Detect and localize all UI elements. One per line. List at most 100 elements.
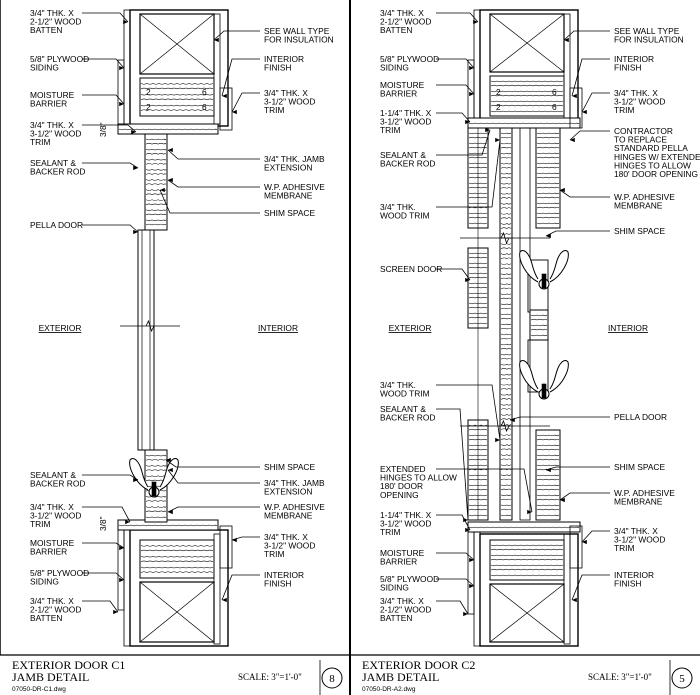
wood-grain-line	[500, 388, 512, 390]
wood-grain-line	[536, 166, 560, 169]
leader-arrow	[572, 93, 577, 99]
leader-right	[167, 469, 260, 484]
note-line: BACKER ROD	[30, 167, 85, 177]
note-line: 2-1/2" WOOD	[380, 17, 431, 27]
wood-grain-line	[500, 394, 512, 396]
wood-grain-line	[536, 438, 560, 441]
wood-grain-line	[500, 333, 512, 336]
leader-arrow	[560, 187, 565, 193]
note-line: SEALANT &	[380, 150, 426, 160]
note-line: SIDING	[30, 577, 59, 587]
note-line: SEALANT &	[30, 470, 76, 480]
wood-grain-line	[536, 152, 560, 155]
leader-arrow	[222, 597, 227, 603]
lever-handle-upper	[519, 250, 569, 290]
note-line: 3/4" THK. JAMB	[264, 478, 325, 488]
note-left: PELLA DOOR	[30, 220, 83, 230]
note-line: 5/8" PLYWOOD	[380, 574, 439, 584]
wood-grain-line	[536, 186, 560, 189]
wood-grain-line	[500, 338, 512, 340]
leader-arrow	[510, 417, 515, 423]
wood-grain-line	[140, 560, 214, 563]
note-line: STANDARD PELLA	[614, 143, 688, 153]
note-line: SEALANT &	[30, 158, 76, 168]
detail-title: EXTERIOR DOOR C2	[362, 658, 475, 672]
wood-grain-line	[490, 104, 564, 107]
wood-grain-line	[536, 132, 560, 135]
leader-arrow	[465, 527, 470, 533]
note-line: 3-1/2" WOOD	[30, 129, 81, 139]
wood-grain-line	[500, 157, 512, 159]
wood-grain-line	[500, 303, 512, 305]
wood-outline	[499, 127, 513, 521]
wood-grain-line	[536, 136, 560, 139]
wood-grain-line	[500, 478, 512, 481]
wood-grain-line	[500, 378, 512, 380]
wood-grain-line	[536, 444, 560, 447]
note-line: BATTEN	[380, 613, 412, 623]
note-line: SEE WALL TYPE	[614, 26, 680, 36]
break-line-door	[120, 319, 180, 333]
leader-right	[569, 130, 610, 141]
note-line: 3-1/2" WOOD	[614, 535, 665, 545]
leader-arrow	[473, 19, 478, 25]
lever-handle-left	[519, 250, 539, 283]
leader-arrow	[119, 577, 124, 583]
note-line: 3/4" THK. JAMB	[264, 154, 325, 164]
note-line: 3/4" THK. X	[30, 120, 74, 130]
interior-finish-bottom	[563, 533, 571, 645]
wood-grain-line	[530, 328, 548, 331]
leader-arrow	[160, 187, 165, 193]
wood-grain-line	[536, 202, 560, 205]
note-line: FOR INSULATION	[614, 35, 684, 45]
wood-grain-line	[536, 222, 560, 225]
wood-grain-line	[500, 408, 512, 410]
wood-grain-line	[536, 176, 560, 179]
wood-grain-line	[500, 448, 512, 450]
plywood-siding-top	[123, 9, 131, 129]
stud-mark: 2	[496, 102, 501, 112]
leader-arrow	[131, 129, 136, 135]
lever-handle-right	[549, 360, 569, 393]
note-line: SIDING	[380, 63, 409, 73]
wood-grain-line	[536, 156, 560, 159]
note-line: PELLA DOOR	[614, 412, 667, 422]
wood-grain-line	[530, 334, 548, 337]
leader-arrow	[232, 537, 237, 543]
break-zigzag	[500, 231, 510, 245]
hinge-block	[529, 309, 549, 341]
stud-plate-top	[139, 77, 215, 117]
wood-grain-line	[490, 568, 564, 571]
note-right: SHIM SPACE	[614, 226, 665, 236]
dimension-text: 3/8"	[98, 122, 108, 137]
wood-grain-line	[490, 84, 564, 87]
wood-grain-line	[500, 267, 512, 270]
wood-grain-line	[490, 94, 564, 97]
wood-grain-line	[140, 566, 214, 569]
wood-grain-line	[490, 544, 564, 547]
note-line: MOISTURE	[380, 548, 425, 558]
note-line: TRIM	[614, 105, 634, 115]
leader-left	[436, 514, 471, 531]
wood-grain-line	[500, 474, 512, 476]
note-line: W.P. ADHESIVE	[264, 182, 325, 192]
note-line: 2-1/2" WOOD	[380, 605, 431, 615]
wood-grain-line	[500, 508, 512, 511]
leader-left	[436, 112, 471, 123]
wood-grain-line	[500, 193, 512, 195]
wood-grain-line	[145, 469, 167, 471]
leader-arrow	[495, 437, 500, 443]
wood-trim-top	[117, 123, 219, 135]
note-line: BARRIER	[30, 547, 67, 557]
note-line: TRIM	[264, 105, 284, 115]
wood-grain-line	[500, 514, 512, 517]
note-line: SHIM SPACE	[614, 226, 665, 236]
